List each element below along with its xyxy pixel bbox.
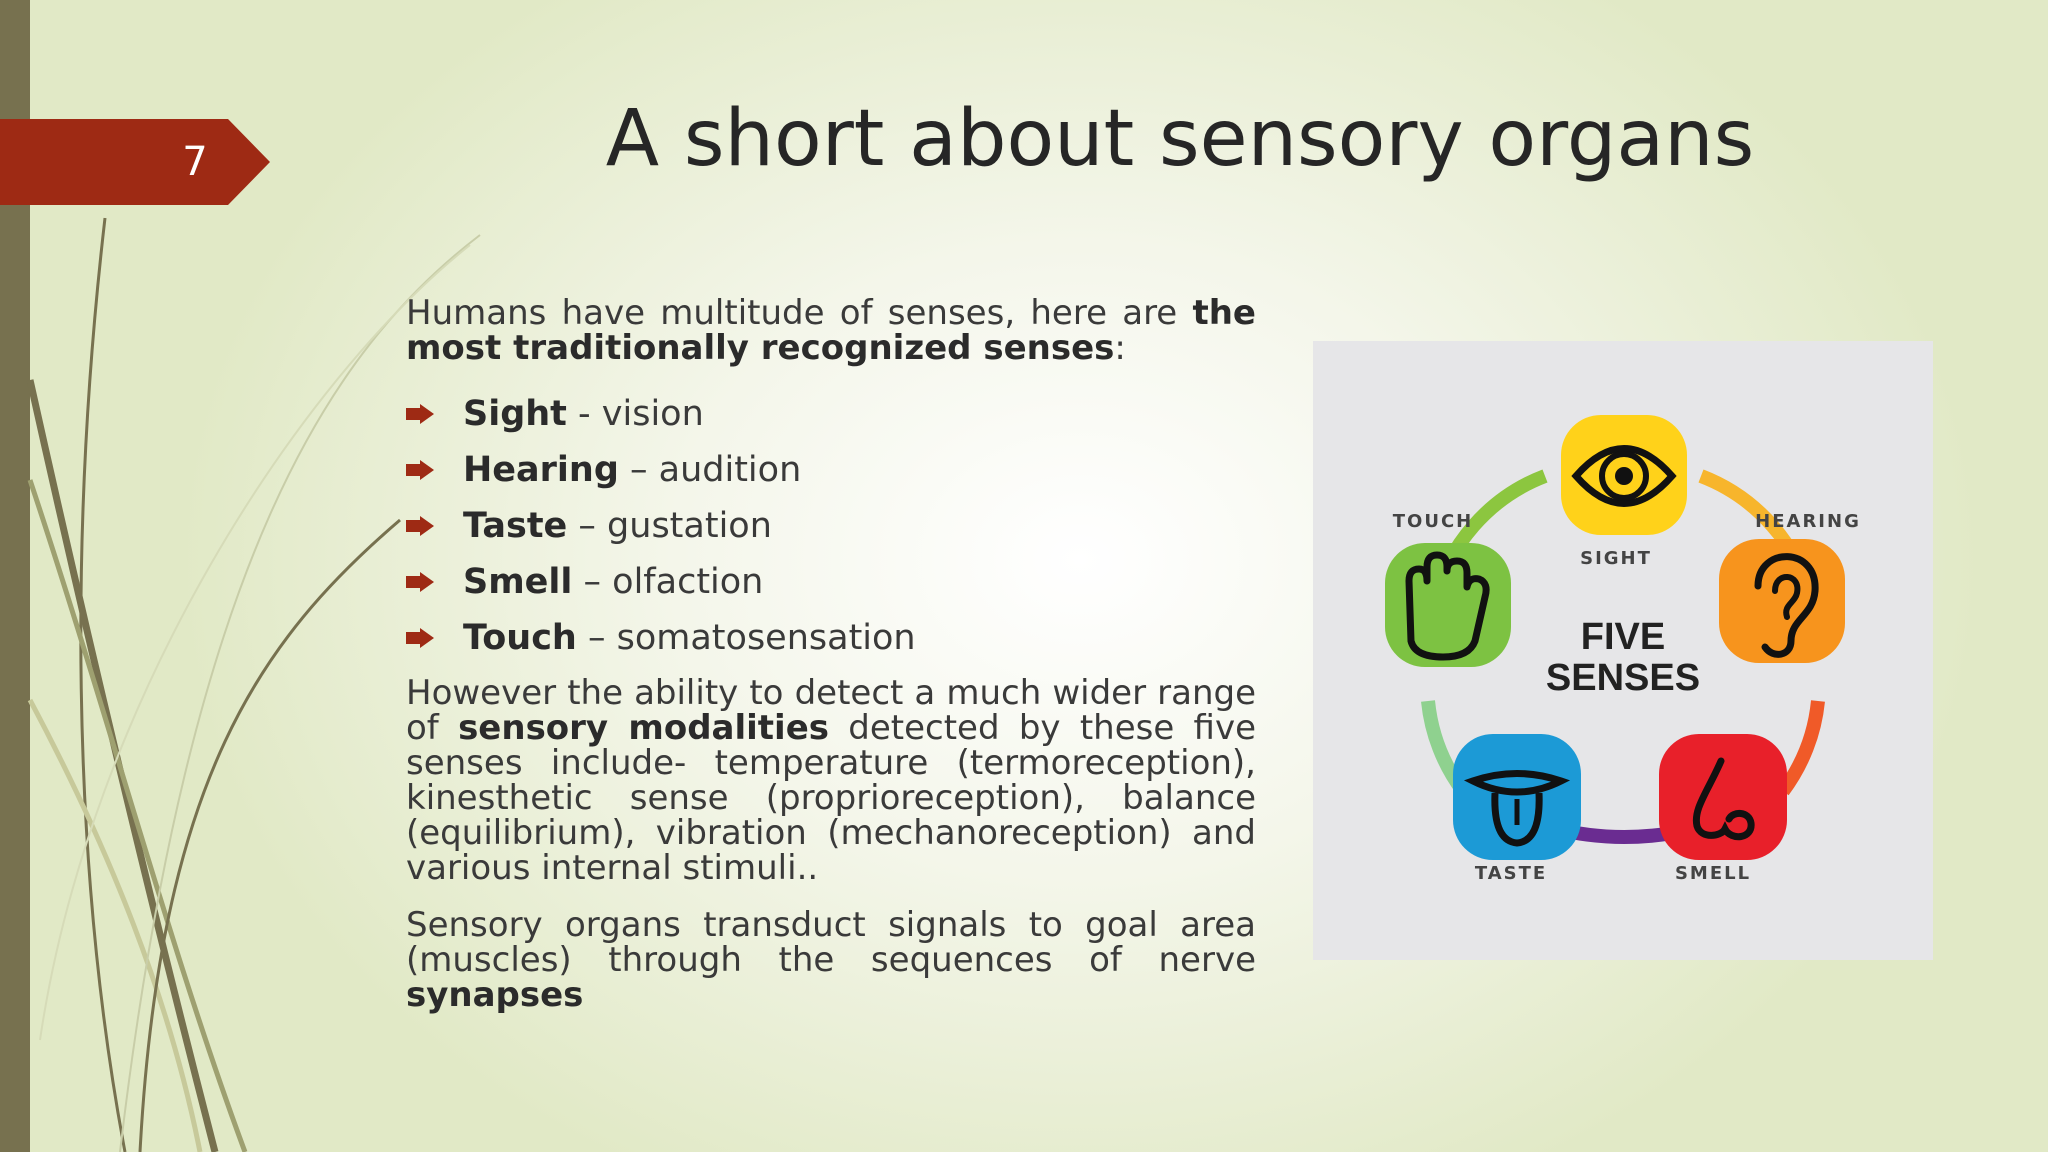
- svg-text:SMELL: SMELL: [1675, 863, 1751, 884]
- nose-icon: [1692, 757, 1755, 841]
- slide-number-tag: [0, 119, 270, 205]
- svg-text:TASTE: TASTE: [1475, 863, 1547, 884]
- svg-text:SIGHT: SIGHT: [1580, 548, 1652, 569]
- arrow-bullet-icon: [406, 572, 434, 592]
- slide-content: Humans have multitude of senses, here ar…: [406, 296, 1256, 1013]
- arrow-bullet-icon: [406, 404, 434, 424]
- decorative-curves: [26, 217, 481, 1152]
- ear-icon: [1754, 553, 1819, 658]
- list-item: Sight - vision: [406, 386, 1256, 442]
- arrow-bullet-icon: [406, 516, 434, 536]
- intro-paragraph: Humans have multitude of senses, here ar…: [406, 293, 1256, 368]
- list-item: Smell – olfaction: [406, 554, 1256, 610]
- eye-icon: [1571, 445, 1677, 507]
- list-item: Hearing – audition: [406, 442, 1256, 498]
- hand-icon: [1405, 551, 1490, 661]
- svg-text:FIVE: FIVE: [1581, 616, 1665, 658]
- list-item: Touch – somatosensation: [406, 610, 1256, 666]
- tongue-icon: [1463, 770, 1571, 847]
- svg-text:TOUCH: TOUCH: [1393, 511, 1473, 532]
- svg-text:SENSES: SENSES: [1546, 657, 1700, 699]
- five-senses-image: FIVE SENSES SIGHT HEARING SMELL TASTE TO…: [1313, 341, 1933, 960]
- arrow-bullet-icon: [406, 460, 434, 480]
- synapses-paragraph: Sensory organs transduct signals to goal…: [406, 905, 1256, 1015]
- arrow-bullet-icon: [406, 628, 434, 648]
- slide-number: 7: [182, 139, 208, 185]
- svg-text:HEARING: HEARING: [1755, 511, 1861, 532]
- slide-title: A short about sensory organs: [605, 94, 1755, 184]
- list-item: Taste – gustation: [406, 498, 1256, 554]
- senses-list: Sight - vision Hearing – audition Taste …: [406, 386, 1256, 666]
- modalities-paragraph: However the ability to detect a much wid…: [406, 673, 1256, 888]
